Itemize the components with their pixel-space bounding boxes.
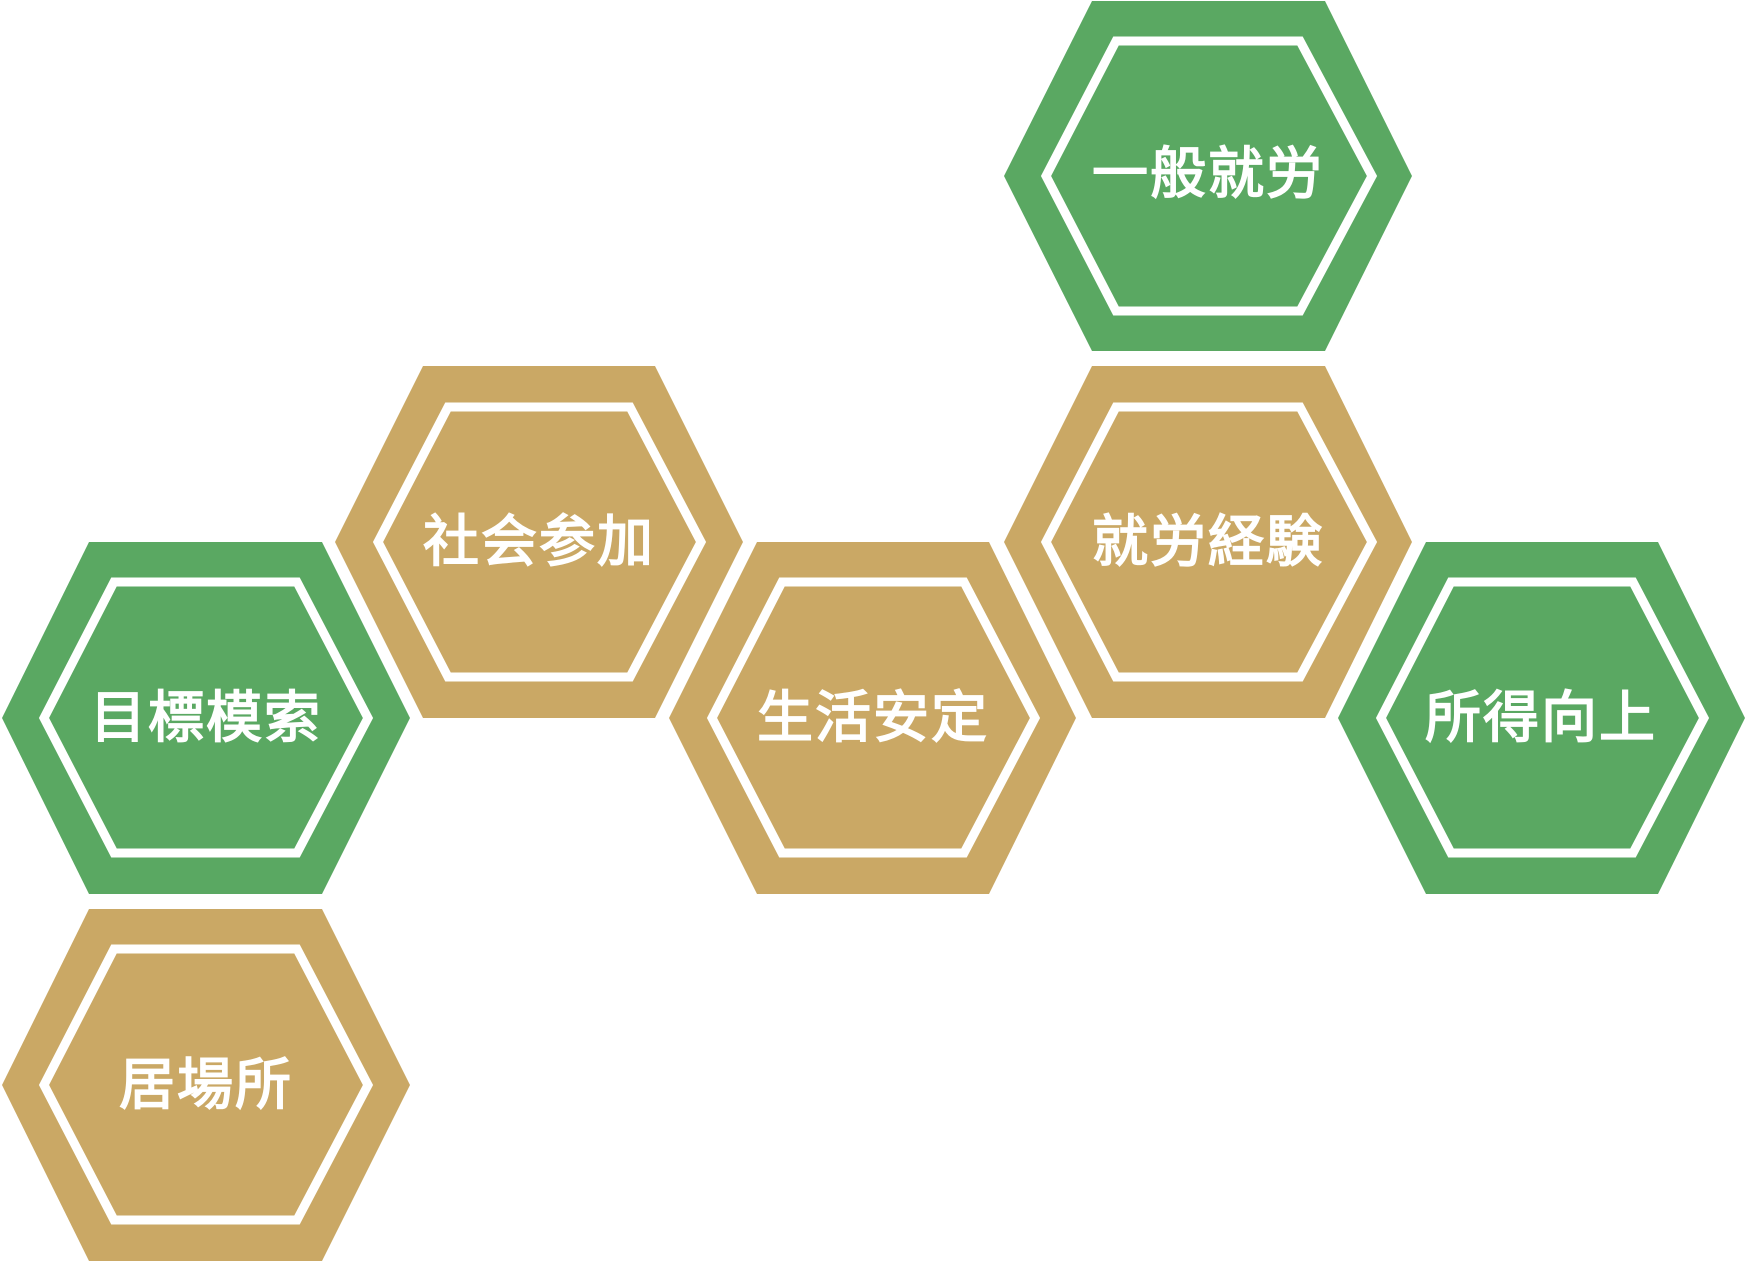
hex-shakai-sanka: 社会参加 <box>335 366 743 718</box>
hex-mokuhyo-mosaku-inner <box>38 577 374 858</box>
hex-seikatsu-antei-label: 生活安定 <box>757 686 989 751</box>
hex-mokuhyo-mosaku-outer <box>2 542 410 894</box>
hex-ibasho-inner <box>38 944 374 1225</box>
hex-mokuhyo-mosaku-label: 目標模索 <box>90 686 322 751</box>
hex-ibasho-label: 居場所 <box>119 1053 293 1118</box>
hex-shuro-keiken: 就労経験 <box>1004 366 1412 718</box>
hex-ippan-shuro-label: 一般就労 <box>1092 142 1324 207</box>
hex-shuro-keiken-inner <box>1040 402 1378 682</box>
hex-seikatsu-antei-inner <box>706 577 1041 858</box>
hex-ippan-shuro: 一般就労 <box>1004 1 1412 351</box>
hex-shuro-keiken-label: 就労経験 <box>1092 510 1324 575</box>
hex-shotoku-kojo-outer <box>1338 542 1745 894</box>
hex-mokuhyo-mosaku: 目標模索 <box>2 542 410 894</box>
hex-shotoku-kojo-inner <box>1375 577 1710 858</box>
hex-ibasho: 居場所 <box>2 909 410 1261</box>
hex-seikatsu-antei: 生活安定 <box>669 542 1076 894</box>
hex-ibasho-outer <box>2 909 410 1261</box>
hex-shakai-sanka-outer <box>335 366 743 718</box>
hex-shotoku-kojo: 所得向上 <box>1338 542 1745 894</box>
hex-seikatsu-antei-outer <box>669 542 1076 894</box>
hex-shotoku-kojo-label: 所得向上 <box>1425 686 1657 751</box>
hex-shakai-sanka-inner <box>372 402 707 682</box>
hex-ippan-shuro-outer <box>1004 1 1412 351</box>
hex-ippan-shuro-inner <box>1040 36 1378 316</box>
hex-shakai-sanka-label: 社会参加 <box>423 510 655 575</box>
hex-shuro-keiken-outer <box>1004 366 1412 718</box>
